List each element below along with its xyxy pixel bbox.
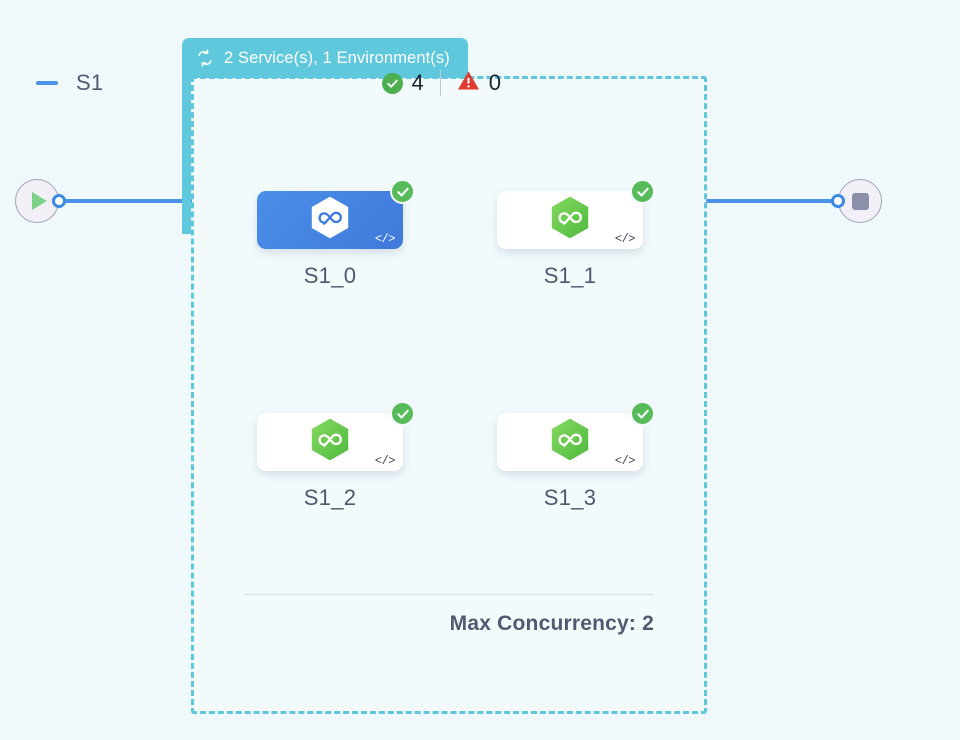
play-icon: [31, 192, 47, 210]
check-badge-icon: [390, 179, 415, 204]
max-concurrency-label: Max Concurrency: 2: [449, 612, 654, 635]
service-node-label: S1_2: [303, 485, 357, 510]
loop-icon: [195, 48, 215, 68]
check-circle-icon: [381, 72, 403, 94]
check-badge-icon: [630, 179, 655, 204]
card-body: </>: [497, 179, 655, 249]
check-badge-icon: [630, 401, 655, 426]
service-node-card[interactable]: </> S1_3: [497, 401, 655, 510]
warning-triangle-icon: [457, 70, 480, 96]
edge-group-to-end: [706, 199, 838, 203]
group-left-bar: [182, 74, 191, 234]
hexagon-infinity-icon: [309, 195, 351, 246]
status-divider: [439, 70, 441, 96]
minus-icon[interactable]: [36, 81, 58, 85]
group-status-cluster: 4 0: [381, 70, 501, 96]
code-icon: </>: [374, 232, 396, 246]
service-node-label: S1_0: [303, 263, 357, 288]
status-error: 0: [457, 70, 501, 96]
service-node-card[interactable]: </> S1_0: [257, 179, 415, 288]
service-node-label: S1_3: [543, 485, 597, 510]
code-icon: </>: [374, 454, 396, 468]
status-ok-count: 4: [411, 70, 424, 95]
hexagon-infinity-icon: [309, 417, 351, 468]
start-node[interactable]: [15, 179, 59, 223]
status-error-count: 0: [488, 70, 501, 95]
end-node-handle[interactable]: [831, 194, 845, 208]
group-dashed-boundary: [191, 76, 707, 714]
card-body: </>: [497, 401, 655, 471]
hexagon-infinity-icon: [549, 417, 591, 468]
footer-divider: [244, 594, 654, 595]
group-header-row: S1 4 0: [36, 70, 501, 96]
status-ok: 4: [381, 70, 424, 96]
start-node-handle[interactable]: [52, 194, 66, 208]
edge-start-to-group: [62, 199, 192, 203]
service-node-label: S1_1: [543, 263, 597, 288]
hexagon-infinity-icon: [549, 195, 591, 246]
group-header-tab[interactable]: 2 Service(s), 1 Environment(s): [182, 38, 468, 78]
code-icon: </>: [614, 232, 636, 246]
service-node-card[interactable]: </> S1_2: [257, 401, 415, 510]
group-tab-label: 2 Service(s), 1 Environment(s): [224, 48, 450, 67]
service-node-card[interactable]: </> S1_1: [497, 179, 655, 288]
code-icon: </>: [614, 454, 636, 468]
card-body: </>: [257, 179, 415, 249]
check-badge-icon: [390, 401, 415, 426]
card-body: </>: [257, 401, 415, 471]
stop-icon: [851, 192, 869, 210]
group-title: S1: [76, 70, 104, 95]
